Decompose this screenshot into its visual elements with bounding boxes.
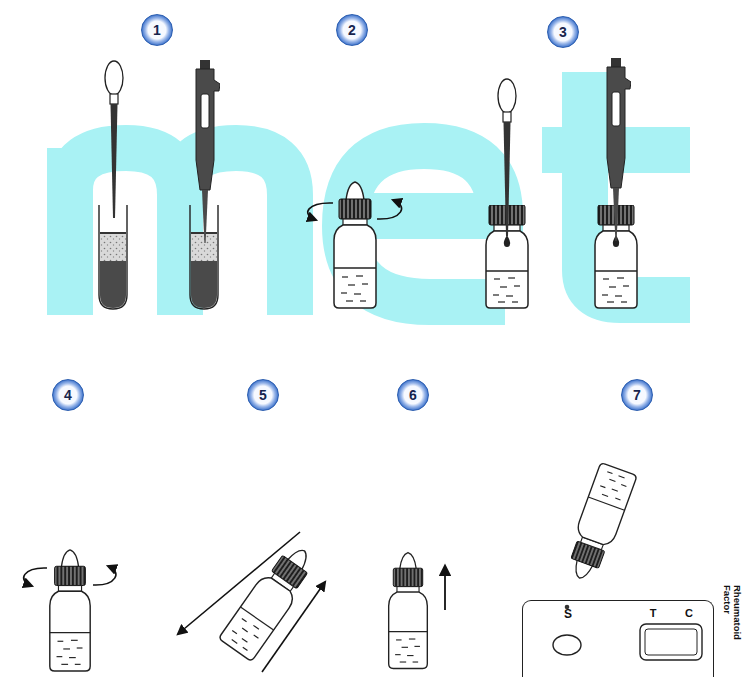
cassette-marking: C <box>685 608 693 620</box>
buffer-bottle <box>50 550 90 671</box>
step-number-circle: 5 <box>247 379 279 411</box>
sample-tube <box>99 205 127 309</box>
dropper <box>105 61 123 218</box>
step-6-figure <box>389 553 445 669</box>
twist-arrow <box>93 566 116 585</box>
micropipette <box>196 60 220 243</box>
step-number: 6 <box>409 388 417 402</box>
step-number: 4 <box>64 388 72 402</box>
step-2-figure <box>308 182 402 308</box>
step-number-circle: 3 <box>547 16 579 48</box>
step-number: 3 <box>559 25 567 39</box>
twist-arrow <box>377 200 402 219</box>
step-number-circle: 6 <box>397 379 429 411</box>
step-number-circle: 4 <box>52 379 84 411</box>
watermark-stroke <box>70 148 290 315</box>
sample-well <box>553 635 581 655</box>
step-number: 2 <box>348 23 356 37</box>
dropper <box>498 79 516 236</box>
buffer-bottle <box>389 553 428 669</box>
cassette-marking: S <box>564 608 572 621</box>
micropipette <box>607 58 631 241</box>
step-number: 5 <box>259 388 267 402</box>
step-number-circle: 7 <box>621 379 653 411</box>
test-cassette: STCRheumatoid Factor <box>522 600 714 677</box>
inverted-bottle <box>561 462 637 584</box>
step-4-figure <box>24 550 116 671</box>
step-5-figure <box>178 532 325 672</box>
twist-arrow <box>24 568 47 586</box>
step-number-circle: 2 <box>336 14 368 46</box>
cassette-marking: T <box>650 608 657 620</box>
result-window-inner <box>645 629 697 655</box>
shake-arrow <box>178 532 300 634</box>
buffer-bottle <box>334 182 376 308</box>
step-number: 1 <box>153 23 161 37</box>
product-name: Rheumatoid Factor <box>722 585 742 641</box>
twist-arrow <box>308 203 333 220</box>
step-3-figure <box>486 58 637 308</box>
step-number: 7 <box>633 388 641 402</box>
shake-arrow <box>262 582 325 672</box>
lift-arrow <box>444 566 446 610</box>
result-window <box>640 624 702 660</box>
step-number-circle: 1 <box>141 14 173 46</box>
step-7-figure <box>553 462 702 660</box>
step-1-figure <box>99 60 220 309</box>
watermark-shapes <box>70 72 690 315</box>
